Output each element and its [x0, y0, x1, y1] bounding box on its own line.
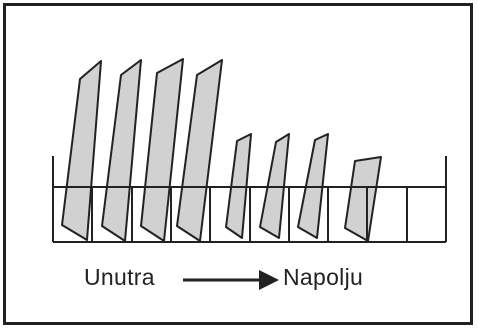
- plate-large: [176, 59, 223, 242]
- plate-large: [140, 58, 184, 242]
- caption: Unutra Napolju: [6, 256, 470, 300]
- dish-rack-diagram: [52, 58, 447, 243]
- plates-group: [61, 58, 382, 242]
- diagram-frame: Unutra Napolju: [3, 3, 473, 325]
- label-outside: Napolju: [283, 264, 364, 290]
- plate-large: [101, 59, 142, 242]
- dish-rack: [52, 156, 447, 243]
- plate-small: [344, 156, 382, 242]
- arrow-right-icon: [183, 270, 279, 290]
- label-inside: Unutra: [84, 264, 155, 290]
- plate-large: [61, 60, 102, 241]
